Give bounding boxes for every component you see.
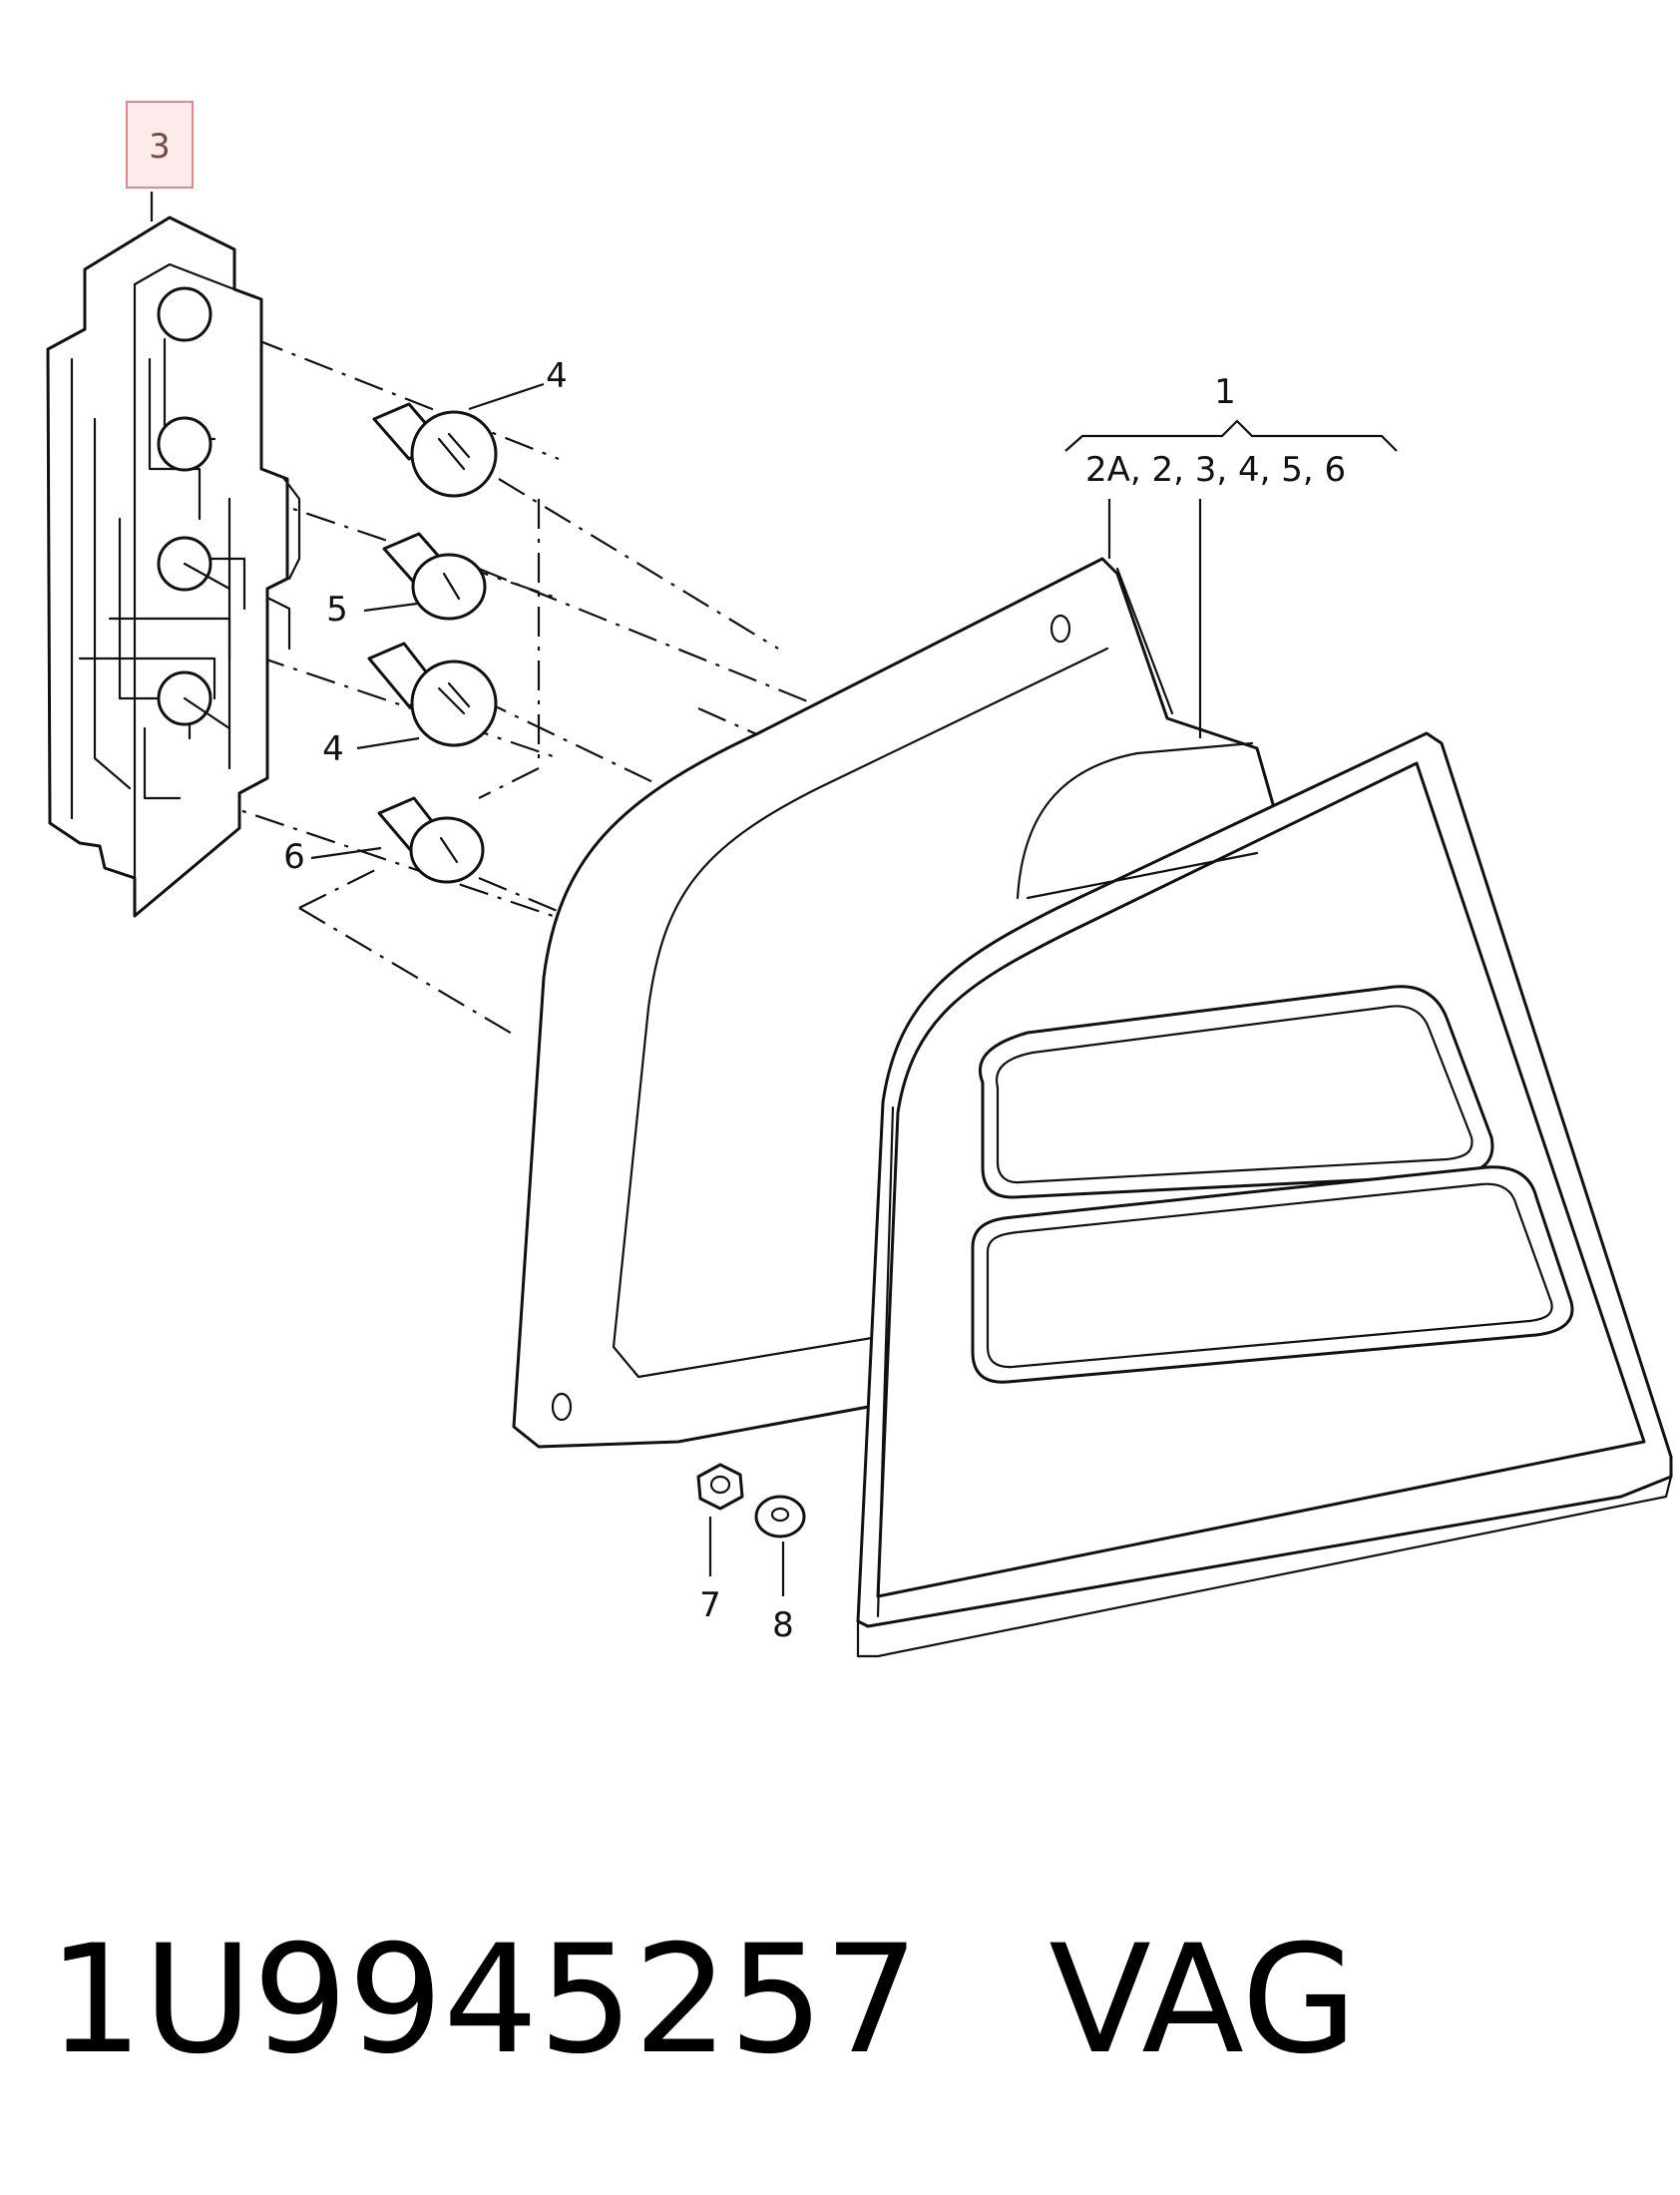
bulb-holder-plate <box>46 216 301 918</box>
bulb-4-top <box>372 402 498 498</box>
tail-light-housing-rear <box>512 557 1279 1449</box>
bulb-4-lower <box>367 642 498 747</box>
part-number: 1U9945257 <box>48 1914 920 2087</box>
bulb-6 <box>377 796 485 884</box>
washer-8 <box>754 1495 806 1538</box>
callout-6: 6 <box>283 837 305 877</box>
callout-3-highlight <box>126 101 194 189</box>
callout-7: 7 <box>699 1585 721 1625</box>
callout-3: 3 <box>149 127 171 167</box>
callout-1: 1 <box>1214 372 1236 412</box>
brand-name: VAG <box>1049 1914 1358 2087</box>
callout-8: 8 <box>772 1605 794 1645</box>
callout-4-top: 4 <box>546 356 568 396</box>
callout-1-group: 2A, 2, 3, 4, 5, 6 <box>1085 450 1346 490</box>
footer-caption: 1U9945257 VAG <box>48 1916 1358 2085</box>
callout-5: 5 <box>326 590 348 630</box>
exploded-parts-diagram: 3 4 5 4 6 1 2A, 2, 3, 4, 5, 6 7 8 <box>46 101 1673 1658</box>
callout-4-lower: 4 <box>322 729 344 769</box>
bulb-5 <box>382 532 487 621</box>
callout-leaders <box>150 192 1398 1596</box>
tail-light-lens-front <box>856 731 1673 1658</box>
nut-7 <box>696 1463 744 1511</box>
